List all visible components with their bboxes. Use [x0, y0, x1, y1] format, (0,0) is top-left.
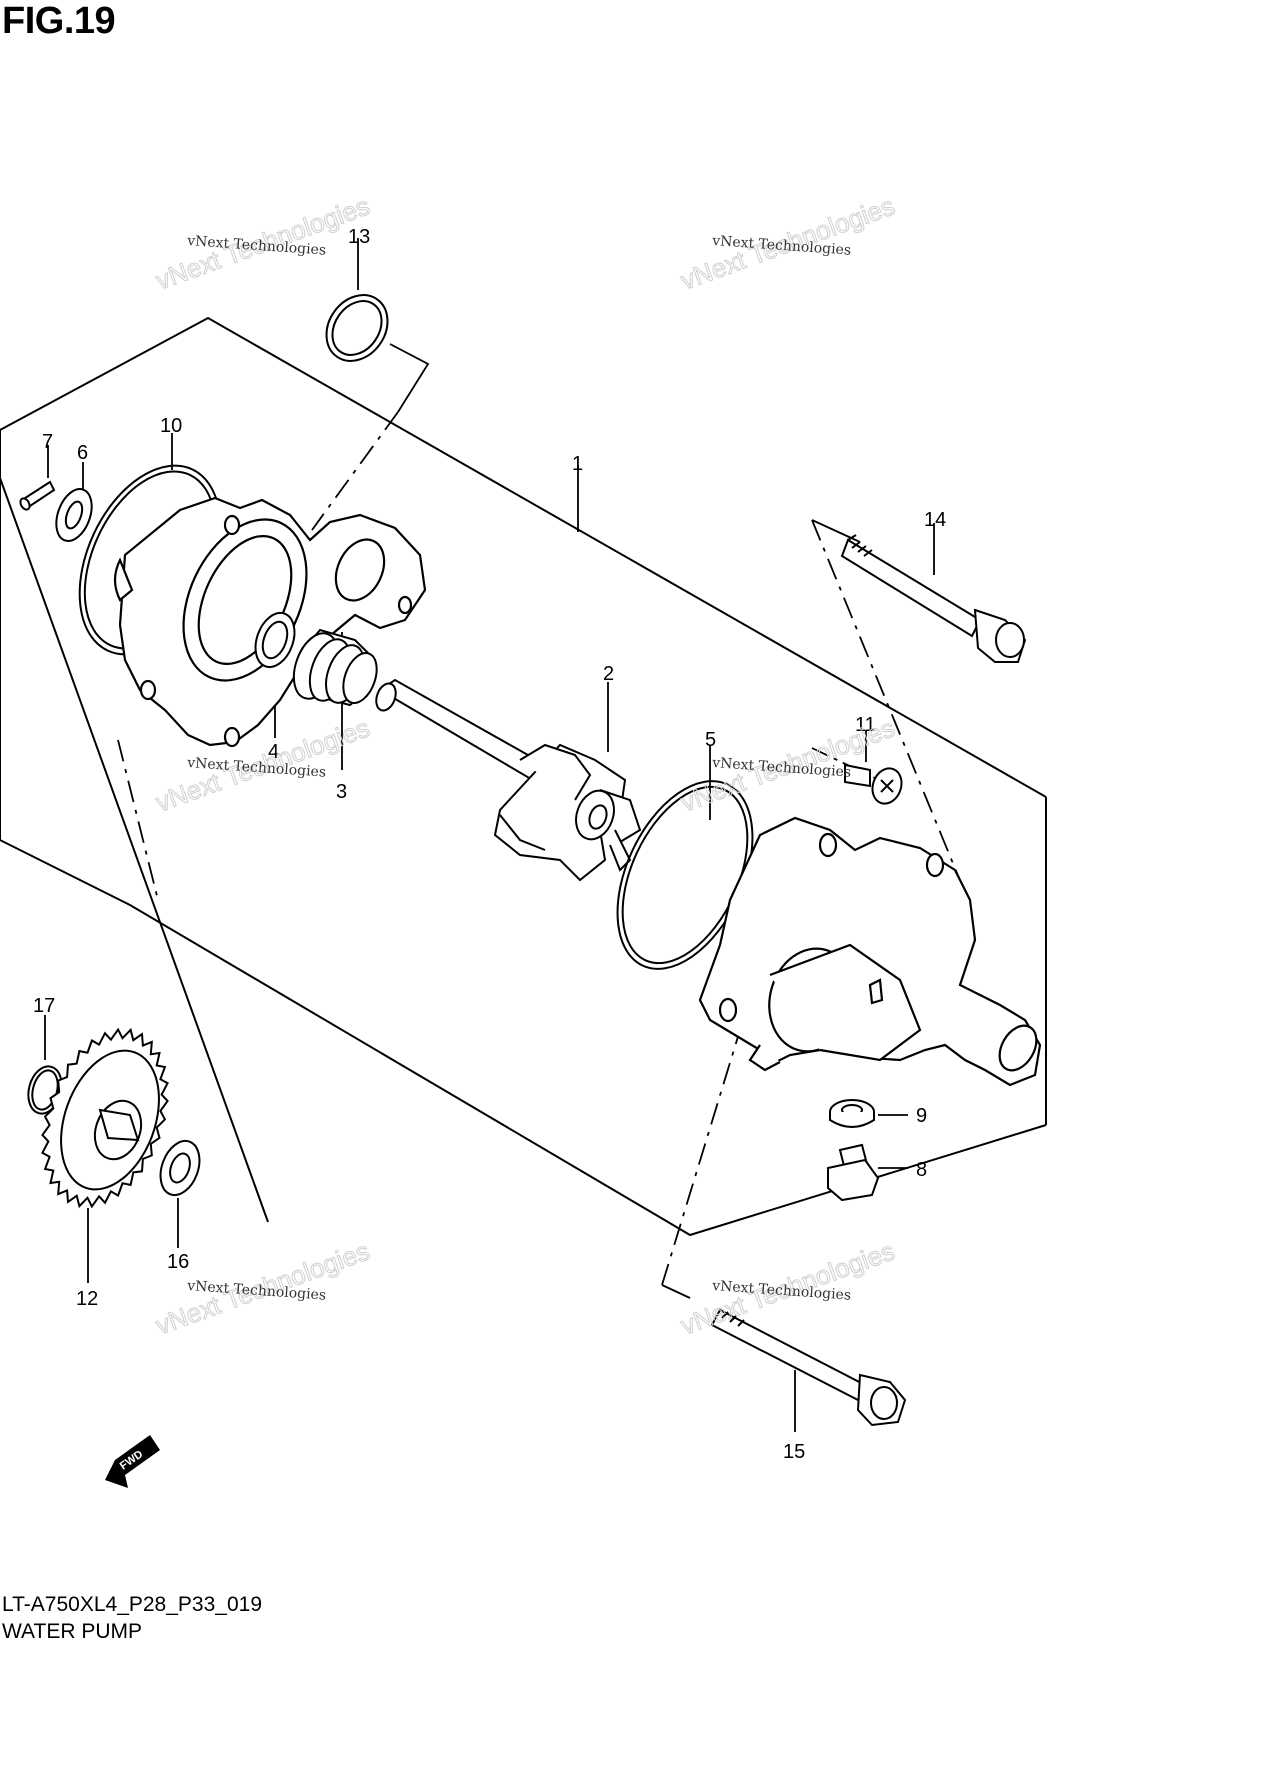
callouts: 13 10 7 6 1 14 2 5 11 4 3 17 9 8 16 12 1… [33, 226, 946, 1463]
callout-5: 5 [705, 729, 716, 751]
callout-4: 4 [268, 741, 279, 763]
watermark: vNext Technologies vNext Technologies [151, 190, 374, 296]
part-15-bolt [710, 1308, 907, 1427]
part-16-washer [159, 1139, 201, 1197]
callout-2: 2 [603, 663, 614, 685]
part-8-drain-bolt [827, 1143, 880, 1202]
callout-10: 10 [160, 415, 182, 437]
callout-15: 15 [783, 1441, 805, 1463]
part-11-screw [844, 763, 903, 805]
part-3-mechanical-seal [292, 628, 378, 707]
callout-7: 7 [42, 431, 53, 453]
callout-3: 3 [336, 781, 347, 803]
callout-8: 8 [916, 1159, 927, 1181]
figure-name: WATER PUMP [2, 1620, 142, 1643]
callout-13: 13 [348, 226, 370, 248]
part-1-pump-body [698, 816, 1042, 1087]
part-7-dowel-pin [19, 480, 56, 511]
part-14-bolt [840, 534, 1027, 663]
part-13-o-ring [325, 294, 389, 362]
figure-code: LT-A750XL4_P28_P33_019 [2, 1593, 262, 1616]
callout-14: 14 [924, 509, 946, 531]
watermark: vNext Technologies vNext Technologies [676, 1235, 899, 1341]
leader-lines [44, 238, 969, 1432]
watermark: vNext Technologies vNext Technologies [676, 190, 899, 296]
callout-6: 6 [77, 442, 88, 464]
callout-11: 11 [855, 714, 876, 736]
part-2-impeller-shaft [375, 678, 642, 882]
part-6-washer [55, 488, 93, 542]
fwd-arrow-icon: FWD [105, 1435, 160, 1488]
part-9-gasket [829, 1099, 875, 1128]
callout-17: 17 [33, 995, 55, 1017]
callout-12: 12 [76, 1288, 98, 1310]
part-4-oil-seal [254, 611, 296, 669]
callout-1: 1 [572, 453, 583, 475]
callout-16: 16 [167, 1251, 189, 1273]
callout-9: 9 [916, 1105, 927, 1127]
figure-title: FIG.19 [2, 0, 116, 42]
part-12-gear [41, 1027, 169, 1209]
